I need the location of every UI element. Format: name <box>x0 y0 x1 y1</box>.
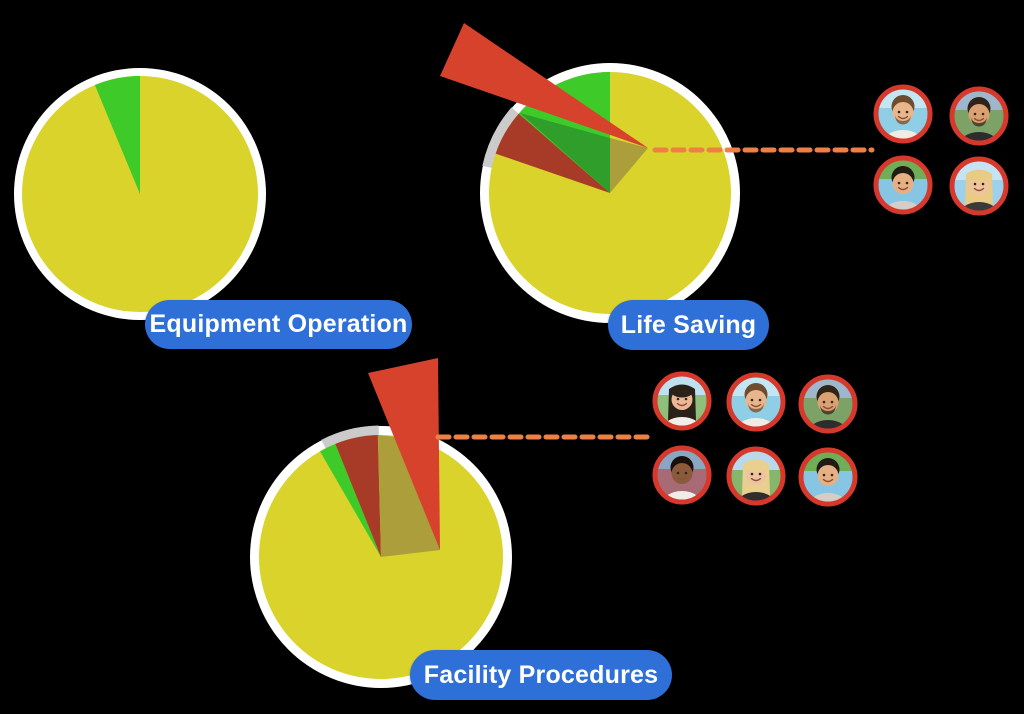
avatar-man-beard-pool <box>873 84 933 144</box>
pie-equipment-operation <box>14 68 266 320</box>
pie-shadow-on-yellow <box>378 435 440 557</box>
pie-facility-procedures <box>250 358 512 688</box>
pie-shadow-on-yellow <box>610 138 648 193</box>
pill-label: Life Saving <box>620 310 757 339</box>
pie-shadow-on-green <box>520 113 610 193</box>
pie-green-slice <box>320 443 381 557</box>
pie-dark-red-slice <box>495 113 610 193</box>
pie-green-slice <box>94 76 140 194</box>
label-pill-facility-procedures: Facility Procedures <box>410 650 672 700</box>
label-pill-life-saving: Life Saving <box>608 300 769 350</box>
pill-label: Facility Procedures <box>423 660 659 689</box>
avatar-man-beard-dark-shirt-2 <box>798 374 858 434</box>
avatar-man-black-hair-palms <box>873 155 933 215</box>
pie-exploded-red-slice <box>368 358 440 550</box>
pie-ring-shadow <box>482 107 520 169</box>
avatar-man-beard-pool-2 <box>726 372 786 432</box>
avatar-man-beard-dark-shirt <box>949 86 1009 146</box>
avatar-woman-dark-hair-park <box>652 371 712 431</box>
avatar-woman-blonde-sky <box>949 156 1009 216</box>
pie-life-saving <box>440 23 740 323</box>
avatar-man-smiling-playground <box>652 445 712 505</box>
avatar-woman-blonde-park <box>726 446 786 506</box>
pie-ring-shadow <box>321 425 379 449</box>
avatar-man-black-hair-palms-2 <box>798 447 858 507</box>
pie-exploded-red-slice <box>440 23 648 148</box>
pie-dark-red-slice <box>335 435 381 557</box>
label-pill-equipment-operation: Equipment Operation <box>145 300 412 349</box>
pill-label: Equipment Operation <box>149 310 408 338</box>
